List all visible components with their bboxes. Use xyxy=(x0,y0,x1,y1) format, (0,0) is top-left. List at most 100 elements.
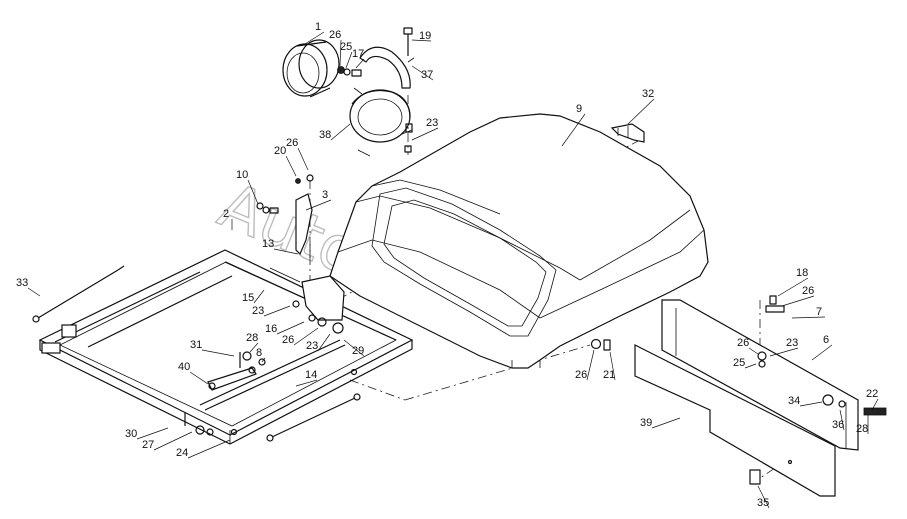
callout-label: 26 xyxy=(575,369,587,381)
callout-label: 27 xyxy=(142,439,154,451)
callout-19: 19 xyxy=(411,30,431,42)
callout-label: 8 xyxy=(256,347,262,359)
callout-34: 34 xyxy=(788,395,823,407)
callout-25: 25 xyxy=(340,41,353,69)
small-fasteners-frame xyxy=(184,174,611,436)
leader-line xyxy=(355,58,365,69)
latch-32 xyxy=(610,123,645,143)
callout-32: 32 xyxy=(627,88,654,125)
callout-label: 10 xyxy=(236,169,248,181)
callout-label: 26 xyxy=(286,137,298,149)
leader-line xyxy=(839,409,845,431)
callout-label: 28 xyxy=(246,332,258,344)
leader-line xyxy=(27,287,41,297)
leader-line xyxy=(345,51,353,69)
callout-14: 14 xyxy=(295,369,318,387)
callout-21: 21 xyxy=(603,351,616,381)
callout-label: 26 xyxy=(329,29,341,41)
callout-28: 28 xyxy=(246,332,259,353)
callout-29: 29 xyxy=(343,339,365,357)
leader-line xyxy=(136,427,169,440)
callout-label: 39 xyxy=(640,417,652,429)
gas-strut-lower xyxy=(266,393,361,442)
callout-label: 26 xyxy=(282,334,294,346)
callout-label: 7 xyxy=(816,306,822,318)
leader-line xyxy=(153,431,193,451)
callout-label: 26 xyxy=(737,337,749,349)
callout-26: 26 xyxy=(286,137,309,171)
leader-line xyxy=(799,401,823,407)
callout-label: 31 xyxy=(190,339,202,351)
leader-line xyxy=(748,347,759,355)
callout-23: 23 xyxy=(306,333,331,352)
callout-28: 28 xyxy=(856,414,869,435)
callout-7: 7 xyxy=(791,306,826,319)
callout-1: 1 xyxy=(304,21,325,45)
leader-line xyxy=(305,199,332,211)
leader-line xyxy=(609,351,616,381)
frame xyxy=(38,193,414,445)
leader-line xyxy=(304,31,325,45)
callout-label: 23 xyxy=(252,305,264,317)
leader-line xyxy=(273,248,299,255)
callout-label: 14 xyxy=(305,369,317,381)
callout-label: 28 xyxy=(856,423,868,435)
callout-18: 18 xyxy=(777,267,809,297)
leader-line xyxy=(276,321,305,335)
callout-26: 26 xyxy=(781,285,815,307)
callout-26: 26 xyxy=(575,349,595,381)
callout-label: 6 xyxy=(823,334,829,346)
callout-label: 20 xyxy=(274,145,286,157)
leader-line xyxy=(791,316,826,319)
leader-line xyxy=(781,295,815,307)
callout-26: 26 xyxy=(282,327,319,346)
leader-line xyxy=(201,349,235,357)
leader-line xyxy=(295,379,318,387)
callout-6: 6 xyxy=(811,334,833,361)
callout-label: 32 xyxy=(642,88,654,100)
callout-35: 35 xyxy=(757,485,770,509)
callout-33: 33 xyxy=(16,277,41,297)
leader-line xyxy=(330,123,351,141)
callout-label: 22 xyxy=(866,388,878,400)
leader-line xyxy=(769,347,799,357)
callout-label: 38 xyxy=(319,129,331,141)
leader-line xyxy=(411,65,434,81)
callout-label: 37 xyxy=(421,69,433,81)
callout-23: 23 xyxy=(411,117,439,141)
leader-line xyxy=(339,39,342,67)
leader-line xyxy=(744,363,757,369)
callout-label: 3 xyxy=(322,189,328,201)
leader-line xyxy=(586,349,595,381)
callout-37: 37 xyxy=(411,65,434,81)
callout-26: 26 xyxy=(737,337,759,355)
leader-line xyxy=(297,147,309,171)
callout-24: 24 xyxy=(176,439,231,459)
leader-line xyxy=(777,277,809,297)
callout-15: 15 xyxy=(242,289,265,304)
callout-label: 26 xyxy=(802,285,814,297)
leader-line xyxy=(411,127,439,141)
callout-label: 29 xyxy=(352,345,364,357)
callout-label: 13 xyxy=(262,238,274,250)
ring-clamp-1 xyxy=(282,39,340,98)
leader-line xyxy=(247,179,259,205)
callout-label: 23 xyxy=(306,340,318,352)
leader-line xyxy=(187,439,231,459)
side-panel-39 xyxy=(634,344,836,497)
callout-label: 40 xyxy=(178,361,190,373)
leader-line xyxy=(343,339,365,357)
callout-label: 30 xyxy=(125,428,137,440)
callout-label: 23 xyxy=(786,337,798,349)
callout-label: 17 xyxy=(352,48,364,60)
callout-label: 9 xyxy=(576,103,582,115)
callout-20: 20 xyxy=(274,145,297,177)
callout-39: 39 xyxy=(640,417,681,429)
leader-line xyxy=(651,417,681,429)
fasteners-top xyxy=(337,27,413,153)
callout-36: 36 xyxy=(832,409,845,431)
callout-label: 24 xyxy=(176,447,188,459)
callout-13: 13 xyxy=(262,238,299,255)
callout-27: 27 xyxy=(142,431,193,451)
